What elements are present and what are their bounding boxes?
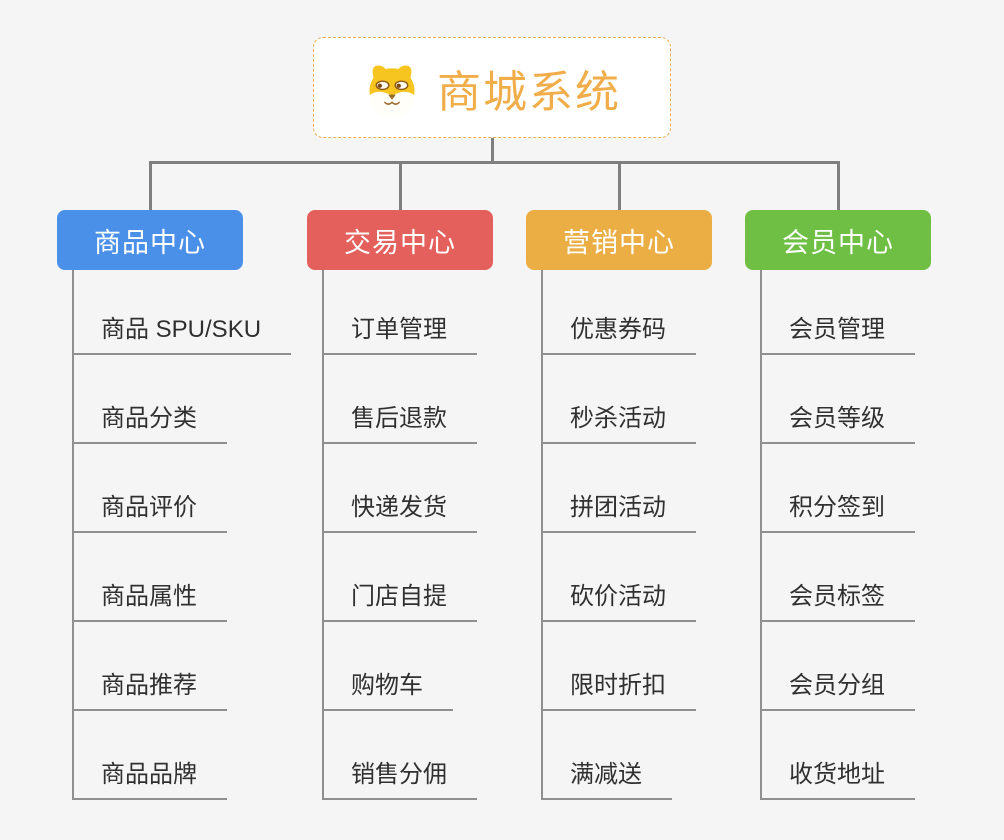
connector-bus — [149, 161, 840, 164]
leaf-node-member-center-2[interactable]: 积分签到 — [761, 487, 915, 533]
leaf-node-trade-center-2[interactable]: 快递发货 — [323, 487, 477, 533]
leaf-node-product-center-1[interactable]: 商品分类 — [73, 398, 227, 444]
leaf-node-trade-center-4[interactable]: 购物车 — [323, 665, 453, 711]
leaf-node-member-center-0[interactable]: 会员管理 — [761, 309, 915, 355]
leaf-node-product-center-4[interactable]: 商品推荐 — [73, 665, 227, 711]
leaf-node-product-center-0[interactable]: 商品 SPU/SKU — [73, 309, 292, 355]
root-title: 商城系统 — [437, 67, 621, 117]
leaf-node-member-center-3[interactable]: 会员标签 — [761, 576, 915, 622]
root-node[interactable]: 商城系统 — [313, 37, 671, 138]
branch-node-trade-center[interactable]: 交易中心 — [307, 210, 493, 270]
leaf-node-product-center-2[interactable]: 商品评价 — [73, 487, 227, 533]
leaf-node-product-center-3[interactable]: 商品属性 — [73, 576, 227, 622]
leaf-node-marketing-center-4[interactable]: 限时折扣 — [542, 665, 696, 711]
leaf-node-marketing-center-0[interactable]: 优惠券码 — [542, 309, 696, 355]
branch-trunk-line — [72, 270, 74, 800]
leaf-node-product-center-5[interactable]: 商品品牌 — [73, 754, 227, 800]
dog-face-icon — [369, 64, 415, 115]
leaf-node-marketing-center-5[interactable]: 满减送 — [542, 754, 672, 800]
branch-label: 营销中心 — [563, 227, 675, 258]
leaf-node-trade-center-3[interactable]: 门店自提 — [323, 576, 477, 622]
leaf-node-marketing-center-2[interactable]: 拼团活动 — [542, 487, 696, 533]
leaf-node-trade-center-0[interactable]: 订单管理 — [323, 309, 477, 355]
connector-drop-3 — [618, 161, 621, 211]
branch-trunk-line — [322, 270, 324, 800]
branch-trunk-line — [541, 270, 543, 800]
branch-node-member-center[interactable]: 会员中心 — [745, 210, 931, 270]
leaf-node-trade-center-5[interactable]: 销售分佣 — [323, 754, 477, 800]
branch-node-marketing-center[interactable]: 营销中心 — [526, 210, 712, 270]
branch-trunk-line — [760, 270, 762, 800]
leaf-node-member-center-5[interactable]: 收货地址 — [761, 754, 915, 800]
leaf-node-marketing-center-1[interactable]: 秒杀活动 — [542, 398, 696, 444]
connector-drop-2 — [399, 161, 402, 211]
connector-root-stub — [491, 138, 494, 163]
branch-label: 会员中心 — [782, 227, 894, 258]
branch-label: 交易中心 — [344, 227, 456, 258]
connector-drop-4 — [837, 161, 840, 211]
leaf-node-member-center-4[interactable]: 会员分组 — [761, 665, 915, 711]
branch-node-product-center[interactable]: 商品中心 — [57, 210, 243, 270]
leaf-node-marketing-center-3[interactable]: 砍价活动 — [542, 576, 696, 622]
leaf-node-trade-center-1[interactable]: 售后退款 — [323, 398, 477, 444]
connector-drop-1 — [149, 161, 152, 211]
branch-label: 商品中心 — [94, 227, 206, 258]
leaf-node-member-center-1[interactable]: 会员等级 — [761, 398, 915, 444]
